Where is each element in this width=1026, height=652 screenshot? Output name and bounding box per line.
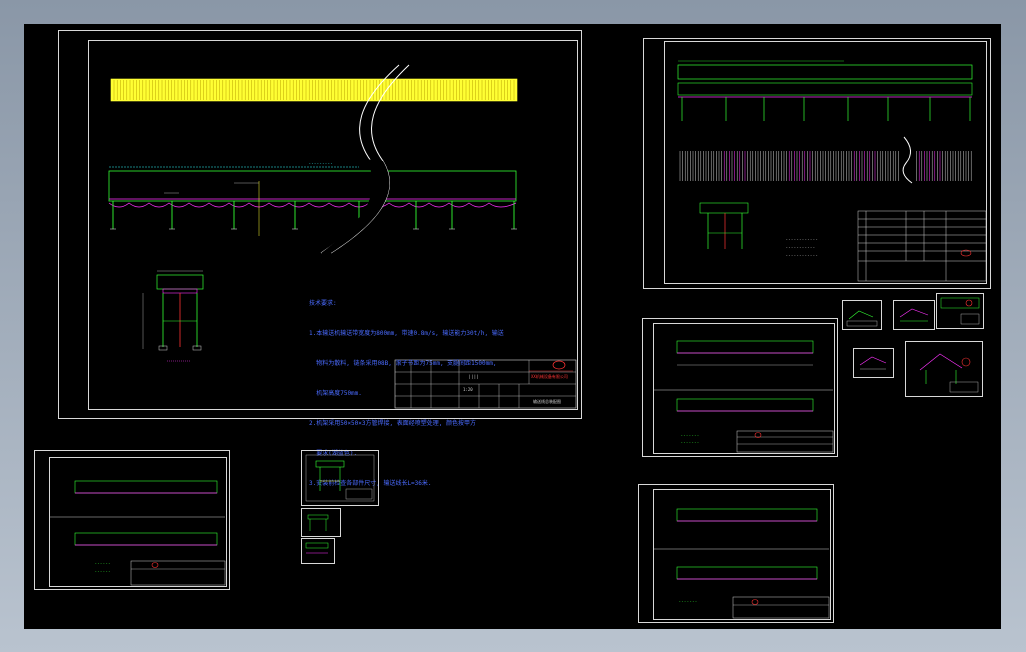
main-sheet-inner-border — [88, 40, 578, 410]
title-block-company: XX机械设备有限公司 — [531, 374, 568, 379]
detail-sheet-bottom-left[interactable]: - - - - - - - - - - - - — [34, 450, 230, 590]
detail-sheet-bottom-right[interactable]: - - - - - - - — [638, 484, 834, 623]
company-stamp-icon — [552, 360, 566, 370]
bottom-left-drawing-svg: - - - - - - - - - - - - — [49, 480, 226, 586]
svg-text:- - - - - - - - -: - - - - - - - - - — [309, 161, 333, 166]
small-detail-sheet-1[interactable] — [842, 300, 882, 330]
note-line: 1.本输送机输送带宽度为800mm, 带速0.8m/s, 输送能力30t/h, … — [309, 330, 504, 337]
bottom-right-inner-border — [653, 489, 831, 620]
small-detail-sheet-2[interactable] — [893, 300, 935, 330]
note-line: 物料为散料, 链条采用08B, 滚子节距为75mm, 支腿间距1500mm, — [309, 360, 497, 367]
small-detail-sheet-4[interactable] — [853, 348, 894, 378]
small-detail-sheet-5[interactable] — [905, 341, 983, 397]
title-block-drawing-title: 输送线总装配图 — [533, 399, 561, 404]
break-line-icon — [320, 64, 410, 254]
svg-text:- - - - - -: - - - - - - — [95, 569, 111, 574]
cad-viewport[interactable]: - - - - - - - - - — [24, 24, 1001, 629]
svg-text:- - - - - - -: - - - - - - - — [681, 433, 699, 438]
svg-text:- - - - - -: - - - - - - — [95, 561, 111, 566]
bottom-left-inner-border — [49, 457, 227, 587]
detail-sheet-top-right[interactable]: - - - - - - - - - - - - - - - - - - - - … — [643, 38, 991, 289]
note-line: 机架高度750mm. — [309, 390, 362, 397]
note-line: 要求(湖蓝色). — [309, 450, 358, 457]
svg-text:- - - - - - -: - - - - - - - — [679, 599, 697, 604]
small-detail-5-svg — [919, 353, 979, 393]
small-detail-4-svg — [859, 356, 887, 370]
bottom-right-drawing-svg: - - - - - - - — [653, 508, 830, 619]
small-detail-1-svg — [846, 310, 878, 327]
small-detail-2-svg — [899, 308, 929, 322]
main-title-block: | | | | — [394, 359, 577, 409]
top-right-inner-border — [664, 41, 987, 284]
small-detail-sheet-3[interactable] — [936, 293, 984, 329]
technical-notes: 技术要求: 1.本输送机输送带宽度为800mm, 带速0.8m/s, 输送能力3… — [309, 279, 504, 509]
svg-text:| | | |: | | | | — [469, 374, 478, 379]
note-line: 3.安装前检查各部件尺寸, 输送线长L=36米. — [309, 480, 432, 487]
conveyor-cross-section — [142, 270, 204, 362]
main-drawing-sheet[interactable]: - - - - - - - - - — [58, 30, 582, 487]
small-sheet-3-svg — [305, 542, 329, 554]
small-sheet-center-1[interactable] — [301, 450, 379, 506]
svg-text:- - - - - - - - - - - -: - - - - - - - - - - - - — [786, 253, 818, 258]
small-sheet-2-svg — [307, 514, 329, 531]
svg-text:- - - - - - - - - - - -: - - - - - - - - - - - - — [786, 237, 818, 242]
conveyor-plan-view — [110, 78, 518, 102]
middle-right-drawing-svg: - - - - - - - - - - - - - - — [653, 340, 834, 453]
detail-sheet-middle-right[interactable]: - - - - - - - - - - - - - - — [642, 318, 838, 457]
title-block-scale: 1:20 — [463, 387, 473, 392]
small-sheet-center-2[interactable] — [301, 508, 341, 537]
small-sheet-center-3[interactable] — [301, 538, 335, 564]
svg-text:- - - - - - - - - - -: - - - - - - - - - - - — [786, 245, 815, 250]
top-right-drawing-svg: - - - - - - - - - - - - - - - - - - - - … — [677, 60, 987, 282]
small-detail-3-svg — [940, 297, 980, 325]
main-drawing-svg: - - - - - - - - - — [108, 64, 577, 409]
small-sheet-1-svg — [305, 454, 375, 502]
svg-text:- - - - - - -: - - - - - - - — [681, 440, 699, 445]
middle-right-inner-border — [653, 323, 835, 454]
conveyor-side-view: - - - - - - - - - — [108, 161, 517, 236]
note-line: 2.机架采用50×50×3方管焊接, 表面经喷塑处理, 颜色按甲方 — [309, 420, 476, 427]
note-line: 技术要求: — [309, 300, 337, 307]
